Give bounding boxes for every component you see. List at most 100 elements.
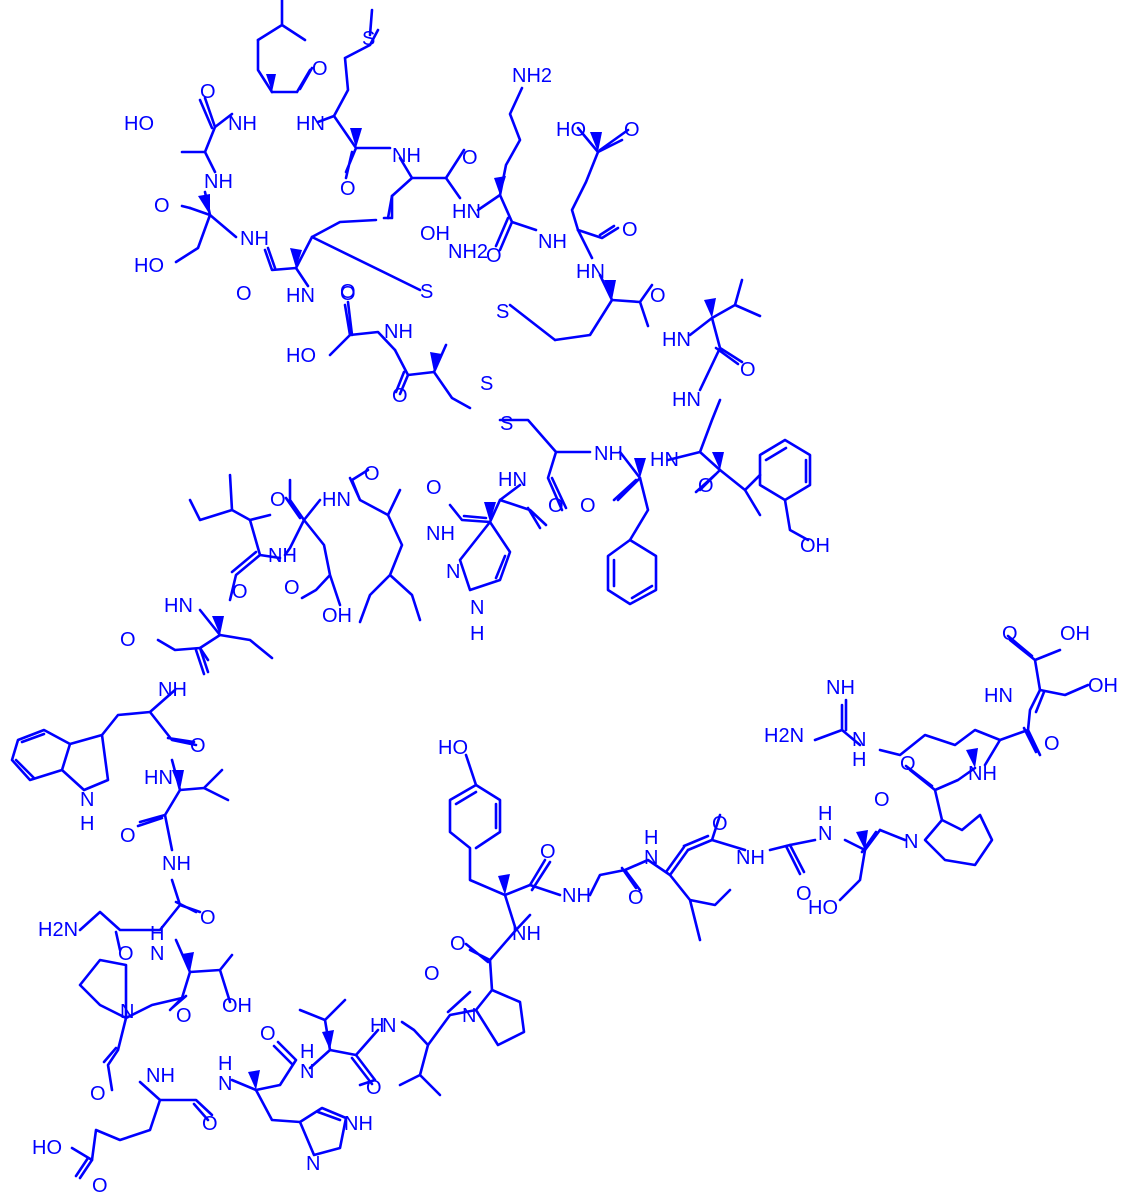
label-hn-met: HN bbox=[296, 113, 325, 135]
label-h-thr: H bbox=[150, 923, 164, 945]
label-o-ser2: O bbox=[154, 195, 170, 217]
label-hn-leu2: HN bbox=[322, 489, 351, 511]
label-nh-ser2: NH bbox=[240, 228, 269, 250]
label-o-ser5: O bbox=[1002, 623, 1018, 645]
label-o-ile2: O bbox=[120, 629, 136, 651]
label-n-his2r: N bbox=[306, 1153, 320, 1175]
label-nh-glu1: NH bbox=[538, 231, 567, 253]
label-ho-ser2: HO bbox=[134, 255, 164, 277]
label-o-cys4: O bbox=[548, 495, 564, 517]
label-h-guan: H bbox=[852, 749, 866, 771]
label-nh-trp: NH bbox=[158, 679, 187, 701]
label-nh-ile1: NH bbox=[268, 545, 297, 567]
label-nh-arg: NH bbox=[968, 763, 997, 785]
label-h2n-guan: H2N bbox=[764, 725, 804, 747]
label-nh-his1: NH bbox=[426, 523, 455, 545]
label-o-glu2a: O bbox=[92, 1175, 108, 1197]
label-nh-gly3: NH bbox=[736, 847, 765, 869]
label-oh-ser5: OH bbox=[1088, 675, 1118, 697]
label-o-trp: O bbox=[190, 735, 206, 757]
label-ho-glu2: HO bbox=[32, 1137, 62, 1159]
label-hn-ile2: HN bbox=[164, 595, 193, 617]
label-o-val4: O bbox=[424, 963, 440, 985]
label-o-glu1a: O bbox=[624, 119, 640, 141]
label-o-val2: O bbox=[120, 825, 136, 847]
label-hn-phe: HN bbox=[650, 449, 679, 471]
label-o-asp2b: O bbox=[284, 577, 300, 599]
label-h-val4: H bbox=[370, 1015, 384, 1037]
label-n-ser4: N bbox=[818, 823, 832, 845]
label-o-his1: O bbox=[426, 477, 442, 499]
label-n-pro1: N bbox=[120, 1001, 134, 1023]
bond-lines bbox=[10, 0, 1090, 1180]
label-o-cys1: O bbox=[236, 283, 252, 305]
label-o-his2: O bbox=[260, 1023, 276, 1045]
label-o-thr: O bbox=[176, 1005, 192, 1027]
label-nh-ser3: NH bbox=[384, 321, 413, 343]
label-hn-his1: HN bbox=[498, 469, 527, 491]
label-n-guan: N bbox=[852, 729, 866, 751]
label-o-asp2: O bbox=[270, 489, 286, 511]
label-o-asp1: O bbox=[340, 178, 356, 200]
label-o-gly2: O bbox=[628, 887, 644, 909]
label-o-leu2: O bbox=[364, 463, 380, 485]
label-hn-val1: HN bbox=[662, 329, 691, 351]
label-n-pro2: N bbox=[462, 1005, 476, 1027]
label-o-phe: O bbox=[580, 495, 596, 517]
label-oh-tyr1: OH bbox=[800, 535, 830, 557]
label-nh2-cys3: NH2 bbox=[448, 241, 488, 263]
label-hn-cys1: HN bbox=[286, 285, 315, 307]
label-n-leu3: N bbox=[644, 847, 658, 869]
label-ho-glu1: HO bbox=[556, 119, 586, 141]
label-o-lys: O bbox=[486, 245, 502, 267]
label-o-pro1: O bbox=[90, 1083, 106, 1105]
label-h-leu3: H bbox=[644, 827, 658, 849]
label-o-asn-side: O bbox=[118, 943, 134, 965]
label-o-ile1: O bbox=[232, 581, 248, 603]
label-nh-asn: NH bbox=[162, 853, 191, 875]
label-oh-thr: OH bbox=[222, 995, 252, 1017]
label-hn-lys: HN bbox=[452, 201, 481, 223]
label-n-his1: N bbox=[446, 561, 460, 583]
label-nh-asp1: NH bbox=[392, 145, 421, 167]
label-n-thr: N bbox=[150, 943, 164, 965]
label-o-cys1b: O bbox=[340, 281, 356, 303]
label-nh-ser1: NH bbox=[204, 171, 233, 193]
label-o-cys2: O bbox=[650, 285, 666, 307]
label-ho-ser3: HO bbox=[286, 345, 316, 367]
label-o-ser1: O bbox=[200, 81, 216, 103]
label-s2: S bbox=[496, 301, 509, 323]
label-n-trp: N bbox=[80, 789, 94, 811]
label-nh-his2r: NH bbox=[344, 1113, 373, 1135]
label-o-val1: O bbox=[740, 359, 756, 381]
label-o-glu2: O bbox=[202, 1113, 218, 1135]
label-nh2-lys: NH2 bbox=[512, 65, 552, 87]
label-o-leu3: O bbox=[712, 813, 728, 835]
label-h-val3: H bbox=[300, 1041, 314, 1063]
label-o-asn: O bbox=[200, 907, 216, 929]
label-o-pro3: O bbox=[900, 753, 916, 775]
label-o-ser4: O bbox=[874, 789, 890, 811]
label-nh-phe: NH bbox=[594, 443, 623, 465]
label-nh-leu: NH bbox=[228, 113, 257, 135]
label-o-tyr1: O bbox=[698, 475, 714, 497]
label-hn-cys2: HN bbox=[576, 261, 605, 283]
label-o-ser3: O bbox=[340, 283, 356, 305]
label-s1: S bbox=[420, 281, 433, 303]
label-o-glu1: O bbox=[622, 219, 638, 241]
label-nh-gly2: NH bbox=[562, 885, 591, 907]
label-sme: S bbox=[362, 28, 375, 50]
label-n-pro3: N bbox=[904, 831, 918, 853]
label-o-tyr2: O bbox=[540, 841, 556, 863]
label-h-his2: H bbox=[218, 1053, 232, 1075]
stereo-wedges bbox=[172, 74, 978, 1090]
label-ho-tyr2: HO bbox=[438, 737, 468, 759]
label-o-leu: O bbox=[312, 58, 328, 80]
label-h-his1r: H bbox=[470, 623, 484, 645]
label-o-arg: O bbox=[1044, 733, 1060, 755]
label-o-val3: O bbox=[366, 1077, 382, 1099]
label-nh-guan: NH bbox=[826, 677, 855, 699]
label-n-val4: N bbox=[382, 1015, 396, 1037]
label-nh-tyr2: NH bbox=[512, 923, 541, 945]
